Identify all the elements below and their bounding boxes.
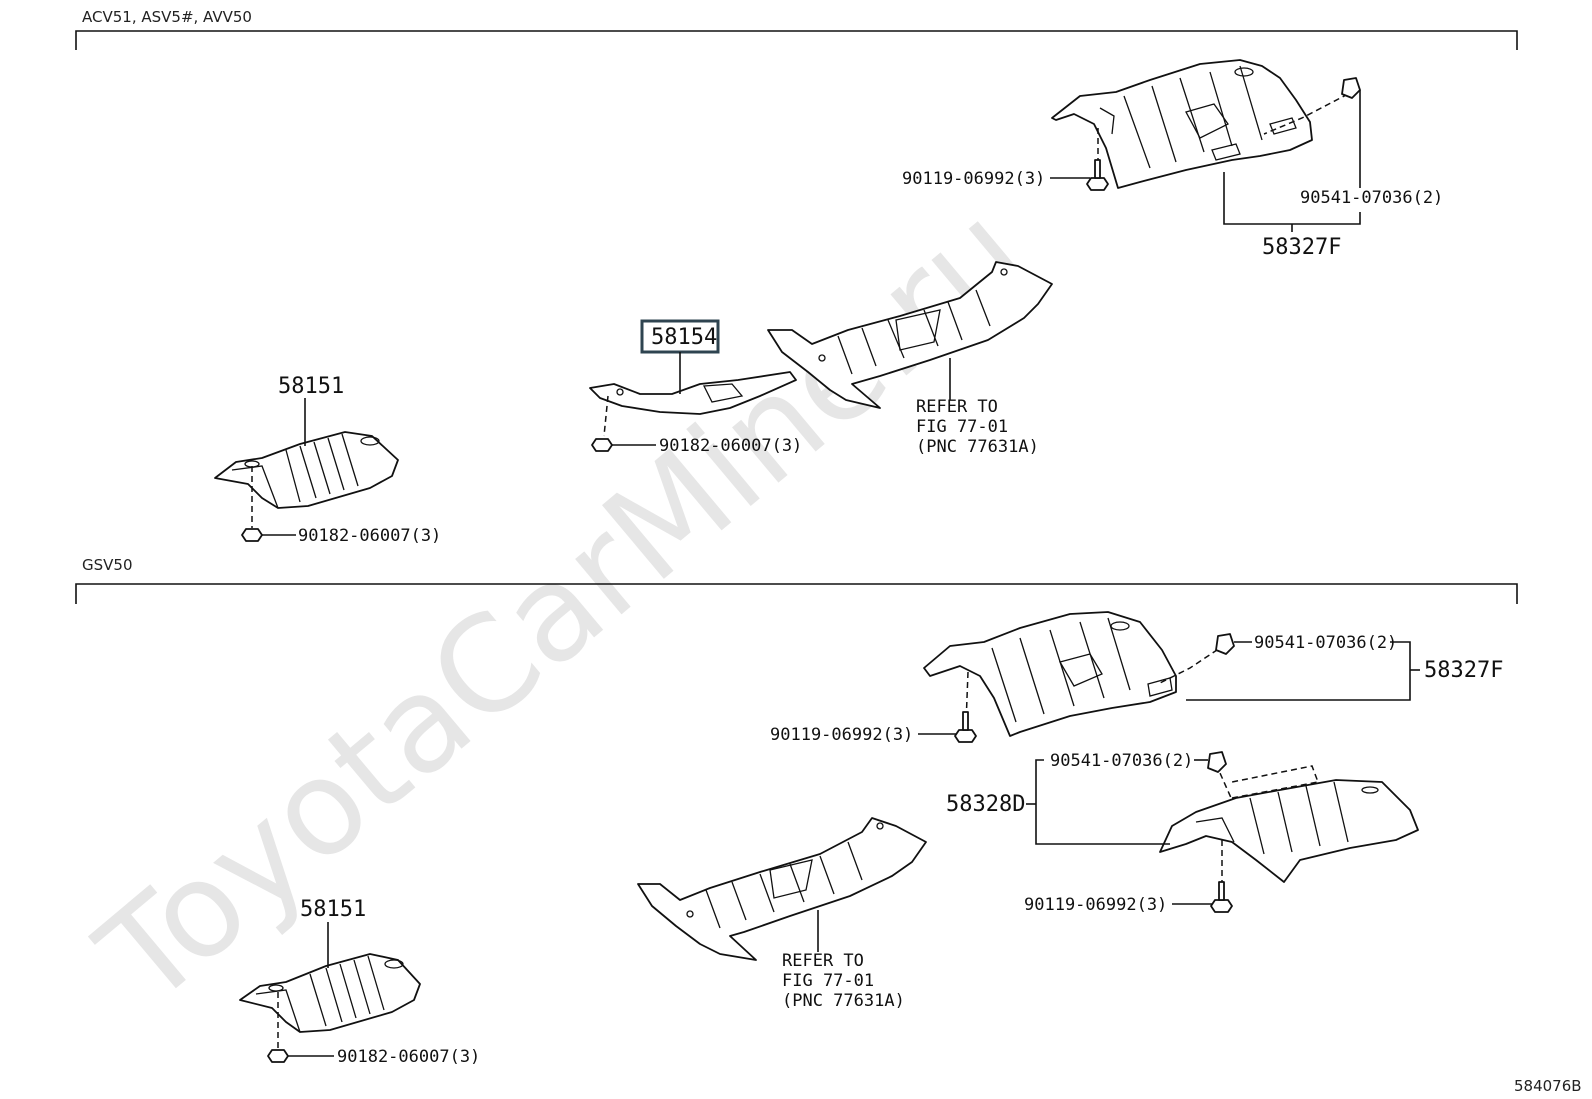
heat-insulator-58151-top bbox=[214, 431, 399, 509]
callout-clip-58327F-top: 90541-07036(2) bbox=[1300, 188, 1443, 208]
part-number-58327F-top: 58327F bbox=[1262, 235, 1341, 260]
callout-clip-58327F-bottom: 90541-07036(2) bbox=[1254, 633, 1397, 653]
section-bracket-bottom: GSV50 bbox=[75, 556, 1518, 604]
refer-line-2-bottom: FIG 77-01 bbox=[782, 971, 874, 991]
section-label-top: ACV51, ASV5#, AVV50 bbox=[82, 8, 252, 26]
callout-nut-58154: 90182-06007(3) bbox=[659, 436, 802, 456]
exhaust-insulator-ref-bottom bbox=[637, 817, 927, 961]
section-label-bottom: GSV50 bbox=[82, 556, 133, 574]
refer-line-1-bottom: REFER TO bbox=[782, 951, 864, 971]
refer-line-1-top: REFER TO bbox=[916, 397, 998, 417]
heat-insulator-58327F-top bbox=[1051, 59, 1313, 189]
part-number-58154: 58154 bbox=[651, 325, 717, 350]
callout-clip-58328D: 90541-07036(2) bbox=[1050, 751, 1193, 771]
clip-icon bbox=[1207, 751, 1227, 773]
nut-icon bbox=[267, 1049, 289, 1063]
part-number-58327F-bottom: 58327F bbox=[1424, 658, 1503, 683]
heat-insulator-58327F-bottom bbox=[923, 611, 1177, 737]
heat-insulator-58154 bbox=[589, 371, 797, 415]
part-number-58328D: 58328D bbox=[946, 792, 1025, 817]
watermark: ToyotaCarMine.ru bbox=[71, 175, 1054, 1035]
refer-line-3-top: (PNC 77631A) bbox=[916, 437, 1039, 457]
refer-line-3-bottom: (PNC 77631A) bbox=[782, 991, 905, 1011]
bracket-58327F-bottom bbox=[1186, 641, 1411, 701]
nut-icon bbox=[591, 438, 613, 452]
clip-icon bbox=[1215, 633, 1235, 655]
exhaust-insulator-ref-top bbox=[767, 261, 1053, 409]
heat-insulator-58328D bbox=[1159, 779, 1419, 883]
callout-bolt-58327F-bottom: 90119-06992(3) bbox=[770, 725, 913, 745]
bolt-icon bbox=[954, 711, 977, 743]
callout-bolt-58327F-top: 90119-06992(3) bbox=[902, 169, 1045, 189]
callout-nut-58151-bottom: 90182-06007(3) bbox=[337, 1047, 480, 1067]
heat-insulator-58151-bottom bbox=[239, 953, 421, 1033]
nut-icon bbox=[241, 528, 263, 542]
bolt-icon bbox=[1086, 159, 1109, 191]
section-bracket-top: ACV51, ASV5#, AVV50 bbox=[75, 8, 1518, 50]
clip-icon bbox=[1341, 77, 1361, 99]
callout-bolt-58328D: 90119-06992(3) bbox=[1024, 895, 1167, 915]
part-number-58151-bottom: 58151 bbox=[300, 897, 366, 922]
bolt-icon bbox=[1210, 881, 1233, 913]
bracket-58328D bbox=[1035, 759, 1170, 845]
refer-line-2-top: FIG 77-01 bbox=[916, 417, 1008, 437]
part-number-58151-top: 58151 bbox=[278, 374, 344, 399]
figure-id: 584076B bbox=[1514, 1077, 1582, 1095]
callout-nut-58151-top: 90182-06007(3) bbox=[298, 526, 441, 546]
